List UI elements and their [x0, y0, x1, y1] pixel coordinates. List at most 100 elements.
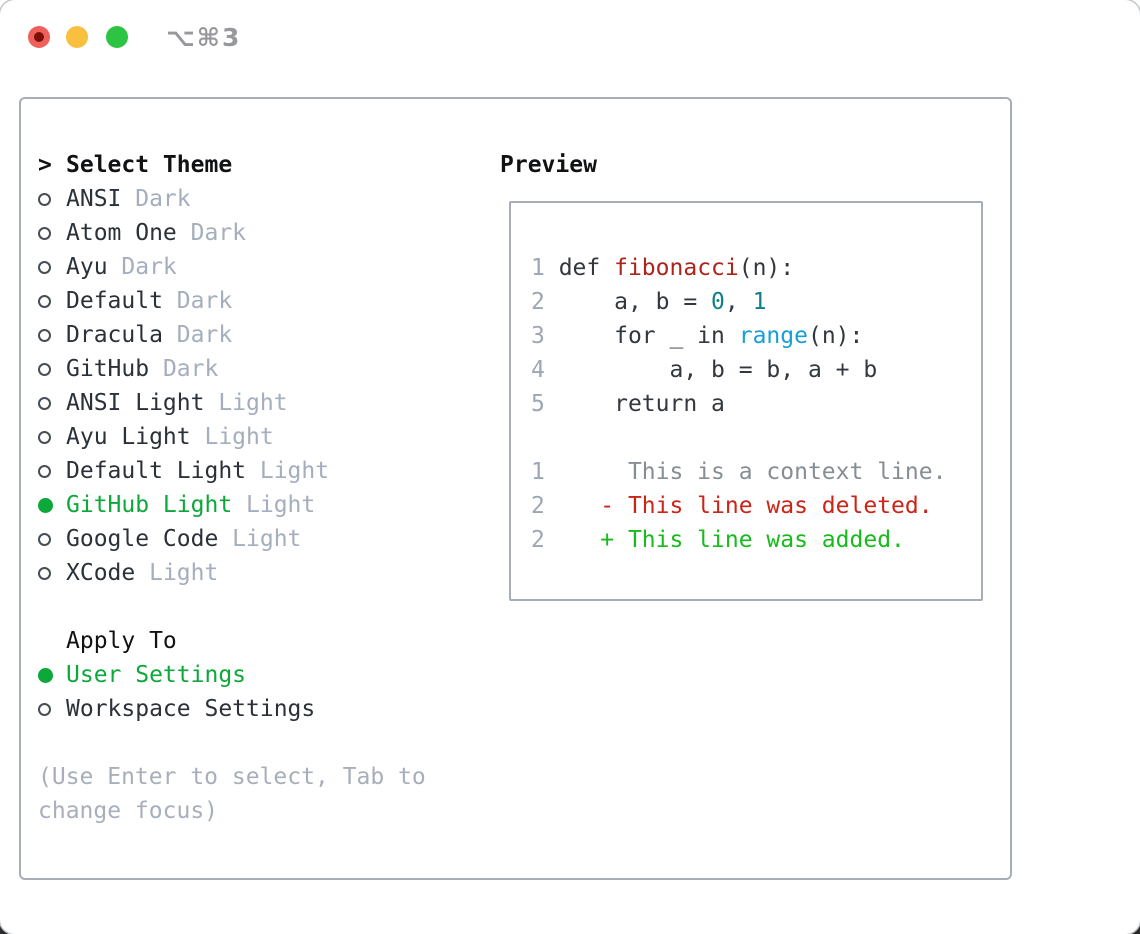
theme-variant: Dark [176, 322, 233, 348]
theme-option[interactable]: Google Code Light [38, 522, 426, 556]
code-line: 5 return a [531, 387, 981, 421]
select-theme-title: Select Theme [66, 152, 233, 178]
theme-option[interactable]: Default Light Light [38, 454, 426, 488]
theme-name: Default [66, 288, 163, 314]
theme-variant: Light [259, 458, 330, 484]
line-number: 1 [531, 255, 545, 281]
prompt-chevron-icon: > [38, 152, 52, 178]
code-line: 2 - This line was deleted. [531, 489, 981, 523]
theme-variant: Dark [162, 356, 219, 382]
code-line: 1 def fibonacci(n): [531, 251, 981, 285]
theme-option[interactable]: Ayu Dark [38, 250, 426, 284]
code-token: 0 [711, 289, 725, 315]
radio-unselected-icon [38, 396, 51, 410]
theme-name: GitHub [66, 356, 150, 382]
theme-option[interactable]: Dracula Dark [38, 318, 426, 352]
code-line: 4 a, b = b, a + b [531, 353, 981, 387]
theme-variant: Light [218, 390, 288, 416]
code-token: - This line was deleted. [544, 493, 933, 519]
radio-unselected-icon [38, 702, 51, 716]
theme-name: Atom One [66, 220, 177, 246]
theme-variant: Light [232, 526, 302, 552]
radio-unselected-icon [38, 430, 51, 444]
radio-unselected-icon [38, 294, 51, 308]
code-token: 1 [752, 289, 767, 315]
line-number: 4 [531, 357, 545, 383]
theme-name: Google Code [66, 526, 219, 552]
theme-name: Dracula [66, 322, 163, 348]
select-theme-header: > Select Theme [38, 148, 426, 182]
code-token: range [738, 323, 808, 349]
apply-to-option[interactable]: User Settings [38, 658, 426, 692]
radio-unselected-icon [38, 566, 51, 580]
code-token: (n): [738, 255, 795, 281]
theme-name: Default Light [66, 458, 247, 484]
theme-variant: Light [149, 560, 219, 586]
code-line [531, 421, 981, 455]
minimize-button[interactable] [66, 26, 88, 48]
theme-name: XCode [66, 560, 136, 586]
radio-unselected-icon [38, 226, 51, 240]
code-token: a, b = b, a + b [544, 357, 878, 383]
theme-name: Ayu [66, 254, 108, 280]
code-token: This is a context line. [544, 459, 947, 485]
title-bar: ⌥⌘3 [0, 0, 1140, 97]
radio-unselected-icon [38, 362, 51, 376]
code-token: def [544, 255, 615, 281]
apply-to-title: Apply To [66, 628, 177, 654]
radio-unselected-icon [38, 328, 51, 342]
theme-variant: Light [204, 424, 274, 450]
code-line: 2 a, b = 0, 1 [531, 285, 981, 319]
theme-option[interactable]: GitHub Dark [38, 352, 426, 386]
theme-name: ANSI [66, 186, 122, 212]
apply-to-name: Workspace Settings [66, 696, 316, 722]
theme-option[interactable]: Default Dark [38, 284, 426, 318]
code-token: , [724, 289, 753, 315]
close-button[interactable] [28, 26, 50, 48]
theme-option[interactable]: Ayu Light Light [38, 420, 426, 454]
line-number: 3 [531, 323, 545, 349]
code-line: 3 for _ in range(n): [531, 319, 981, 353]
hint-text-line-1: (Use Enter to select, Tab to [38, 764, 426, 790]
radio-unselected-icon [38, 192, 51, 206]
theme-name: Ayu Light [66, 424, 191, 450]
radio-selected-icon [38, 667, 53, 683]
theme-variant: Dark [176, 288, 233, 314]
apply-to-option[interactable]: Workspace Settings [38, 692, 426, 726]
line-number: 2 [531, 289, 545, 315]
radio-unselected-icon [38, 532, 51, 546]
line-number: 2 [531, 493, 545, 519]
code-token: return a [544, 391, 725, 417]
code-token: a, b = [544, 289, 712, 315]
code-token: for _ in [544, 323, 739, 349]
window-title: ⌥⌘3 [166, 23, 242, 52]
code-token: fibonacci [614, 255, 739, 281]
apply-to-name: User Settings [66, 662, 247, 688]
preview-title: Preview [500, 152, 597, 178]
theme-variant: Dark [121, 254, 177, 280]
spacer [38, 590, 426, 624]
radio-unselected-icon [38, 464, 51, 478]
spacer [38, 726, 426, 760]
line-number: 1 [531, 459, 545, 485]
theme-option[interactable]: XCode Light [38, 556, 426, 590]
line-number: 2 [531, 527, 545, 553]
radio-selected-icon [38, 497, 53, 513]
line-number: 5 [531, 391, 545, 417]
code-line: 1 This is a context line. [531, 455, 981, 489]
zoom-button[interactable] [106, 26, 128, 48]
hint-text-line-2: change focus) [38, 798, 219, 824]
theme-name: GitHub Light [66, 492, 233, 518]
code-line: 2 + This line was added. [531, 523, 981, 557]
apply-to-header: Apply To [38, 624, 426, 658]
